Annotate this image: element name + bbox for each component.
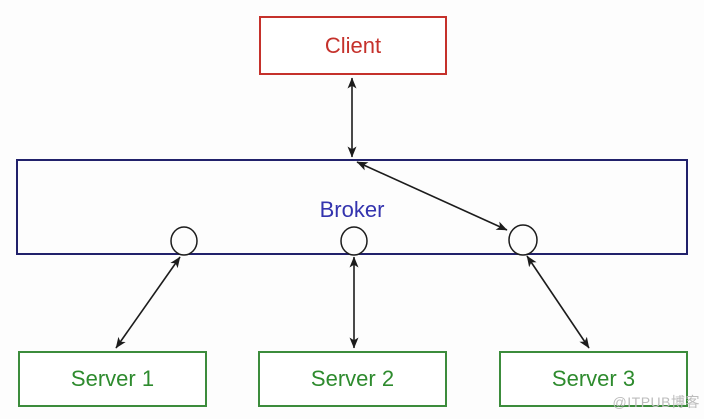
server-3-node-label: Server 3 bbox=[551, 366, 636, 391]
edge-port1-server1 bbox=[115, 256, 181, 349]
server-1-node: Server 1 bbox=[18, 351, 207, 407]
client-node: Client bbox=[259, 16, 447, 75]
server-3-node: Server 3 bbox=[499, 351, 688, 407]
server-2-node: Server 2 bbox=[258, 351, 447, 407]
broker-node-label: Broker bbox=[319, 197, 385, 222]
server-2-node-label: Server 2 bbox=[310, 366, 395, 391]
edge-port3-server3 bbox=[526, 255, 590, 349]
watermark: @ITPUB博客 bbox=[612, 394, 700, 410]
client-node-label: Client bbox=[324, 32, 382, 58]
server-1-node-label: Server 1 bbox=[70, 366, 155, 391]
